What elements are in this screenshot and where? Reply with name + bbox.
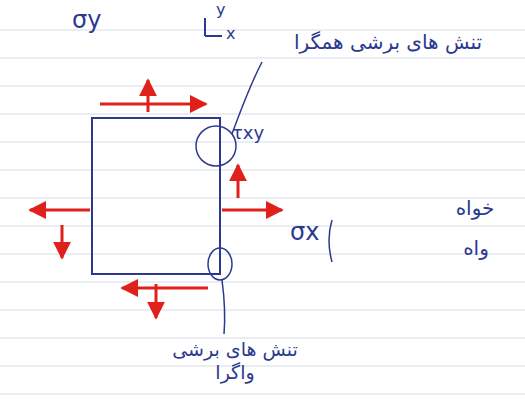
stress-element: [92, 118, 220, 274]
persian-note: واه: [446, 236, 506, 260]
callout-circles: [196, 62, 332, 334]
stress-symbol: σy: [72, 6, 101, 35]
axes-symbol: [205, 18, 222, 36]
stress-arrows: [30, 80, 282, 318]
persian-note: خواه: [440, 196, 510, 220]
persian-note: تنش های برشی همگرا: [268, 30, 508, 54]
stress-symbol: τxy: [232, 122, 264, 144]
paper-lines: [0, 30, 525, 394]
persian-note: تنش های برشی واگرا: [160, 338, 310, 384]
stress-symbol: σx: [290, 218, 319, 247]
axis-name: x: [226, 24, 235, 43]
axis-name: y: [216, 0, 225, 19]
